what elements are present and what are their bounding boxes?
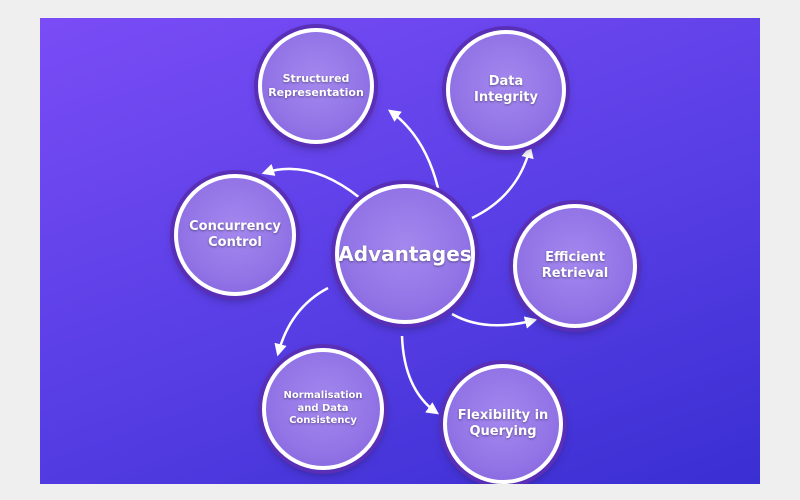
node-normalisation-data-consistency: Normalisation and Data Consistency [262, 348, 384, 470]
center-node-advantages: Advantages [335, 184, 475, 324]
node-label: Flexibility in Querying [457, 407, 549, 439]
arrow-to-concurrency-control [261, 163, 361, 199]
arrow-to-data-integrity [471, 145, 534, 220]
arrows-layer [261, 109, 538, 415]
center-node-label: Advantages [338, 241, 472, 266]
node-flexibility-querying: Flexibility in Querying [443, 364, 563, 484]
node-label: Normalisation and Data Consistency [283, 390, 363, 427]
node-label: Concurrency Control [189, 218, 281, 250]
node-label: Efficient Retrieval [541, 249, 609, 281]
node-label: Data Integrity [474, 73, 538, 105]
node-efficient-retrieval: Efficient Retrieval [513, 204, 637, 328]
arrow-to-flexibility-querying [400, 335, 440, 415]
arrow-to-normalisation [274, 286, 329, 357]
node-concurrency-control: Concurrency Control [174, 174, 296, 296]
diagram-canvas: Advantages Structured Representation Dat… [40, 18, 760, 484]
node-structured-representation: Structured Representation [258, 28, 374, 144]
node-label: Structured Representation [268, 72, 364, 99]
arrow-to-efficient-retrieval [451, 312, 538, 329]
arrow-to-structured-representation [387, 109, 440, 189]
node-data-integrity: Data Integrity [446, 30, 566, 150]
